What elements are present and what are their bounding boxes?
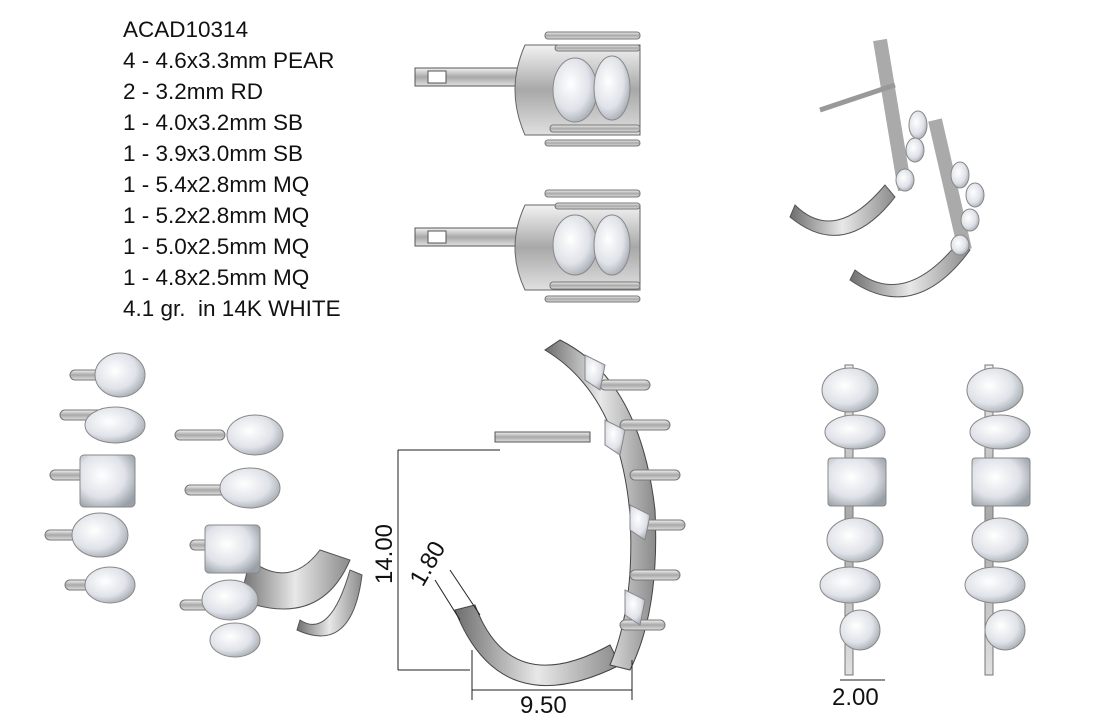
dimension-width: 9.50 [520, 692, 567, 719]
technical-front-view [454, 339, 686, 686]
stone-spec: 1 - 5.4x2.8mm MQ [123, 172, 310, 197]
perspective-view-large [44, 352, 363, 658]
stone-spec: 1 - 3.9x3.0mm SB [123, 141, 304, 166]
perspective-view-pair [789, 38, 985, 298]
stone-spec: 1 - 4.0x3.2mm SB [123, 110, 304, 135]
stone-spec: 4 - 4.6x3.3mm PEAR [123, 48, 335, 73]
stone-spec: 2 - 3.2mm RD [123, 79, 264, 104]
model-code: ACAD10314 [123, 17, 249, 42]
dimension-lines [397, 449, 633, 700]
front-view-pair [819, 364, 1031, 681]
stone-spec: 1 - 5.2x2.8mm MQ [123, 203, 310, 228]
dimension-height: 14.00 [371, 523, 399, 585]
side-view-bottom [414, 189, 641, 303]
stone-spec: 1 - 4.8x2.5mm MQ [123, 265, 310, 290]
side-view-top [414, 31, 641, 147]
dimension-band-width: 2.00 [832, 684, 879, 711]
specification-list: ACAD10314 4 - 4.6x3.3mm PEAR 2 - 3.2mm R… [123, 14, 341, 324]
stone-spec: 1 - 5.0x2.5mm MQ [123, 234, 310, 259]
metal-weight: 4.1 gr. in 14K WHITE [123, 296, 341, 321]
